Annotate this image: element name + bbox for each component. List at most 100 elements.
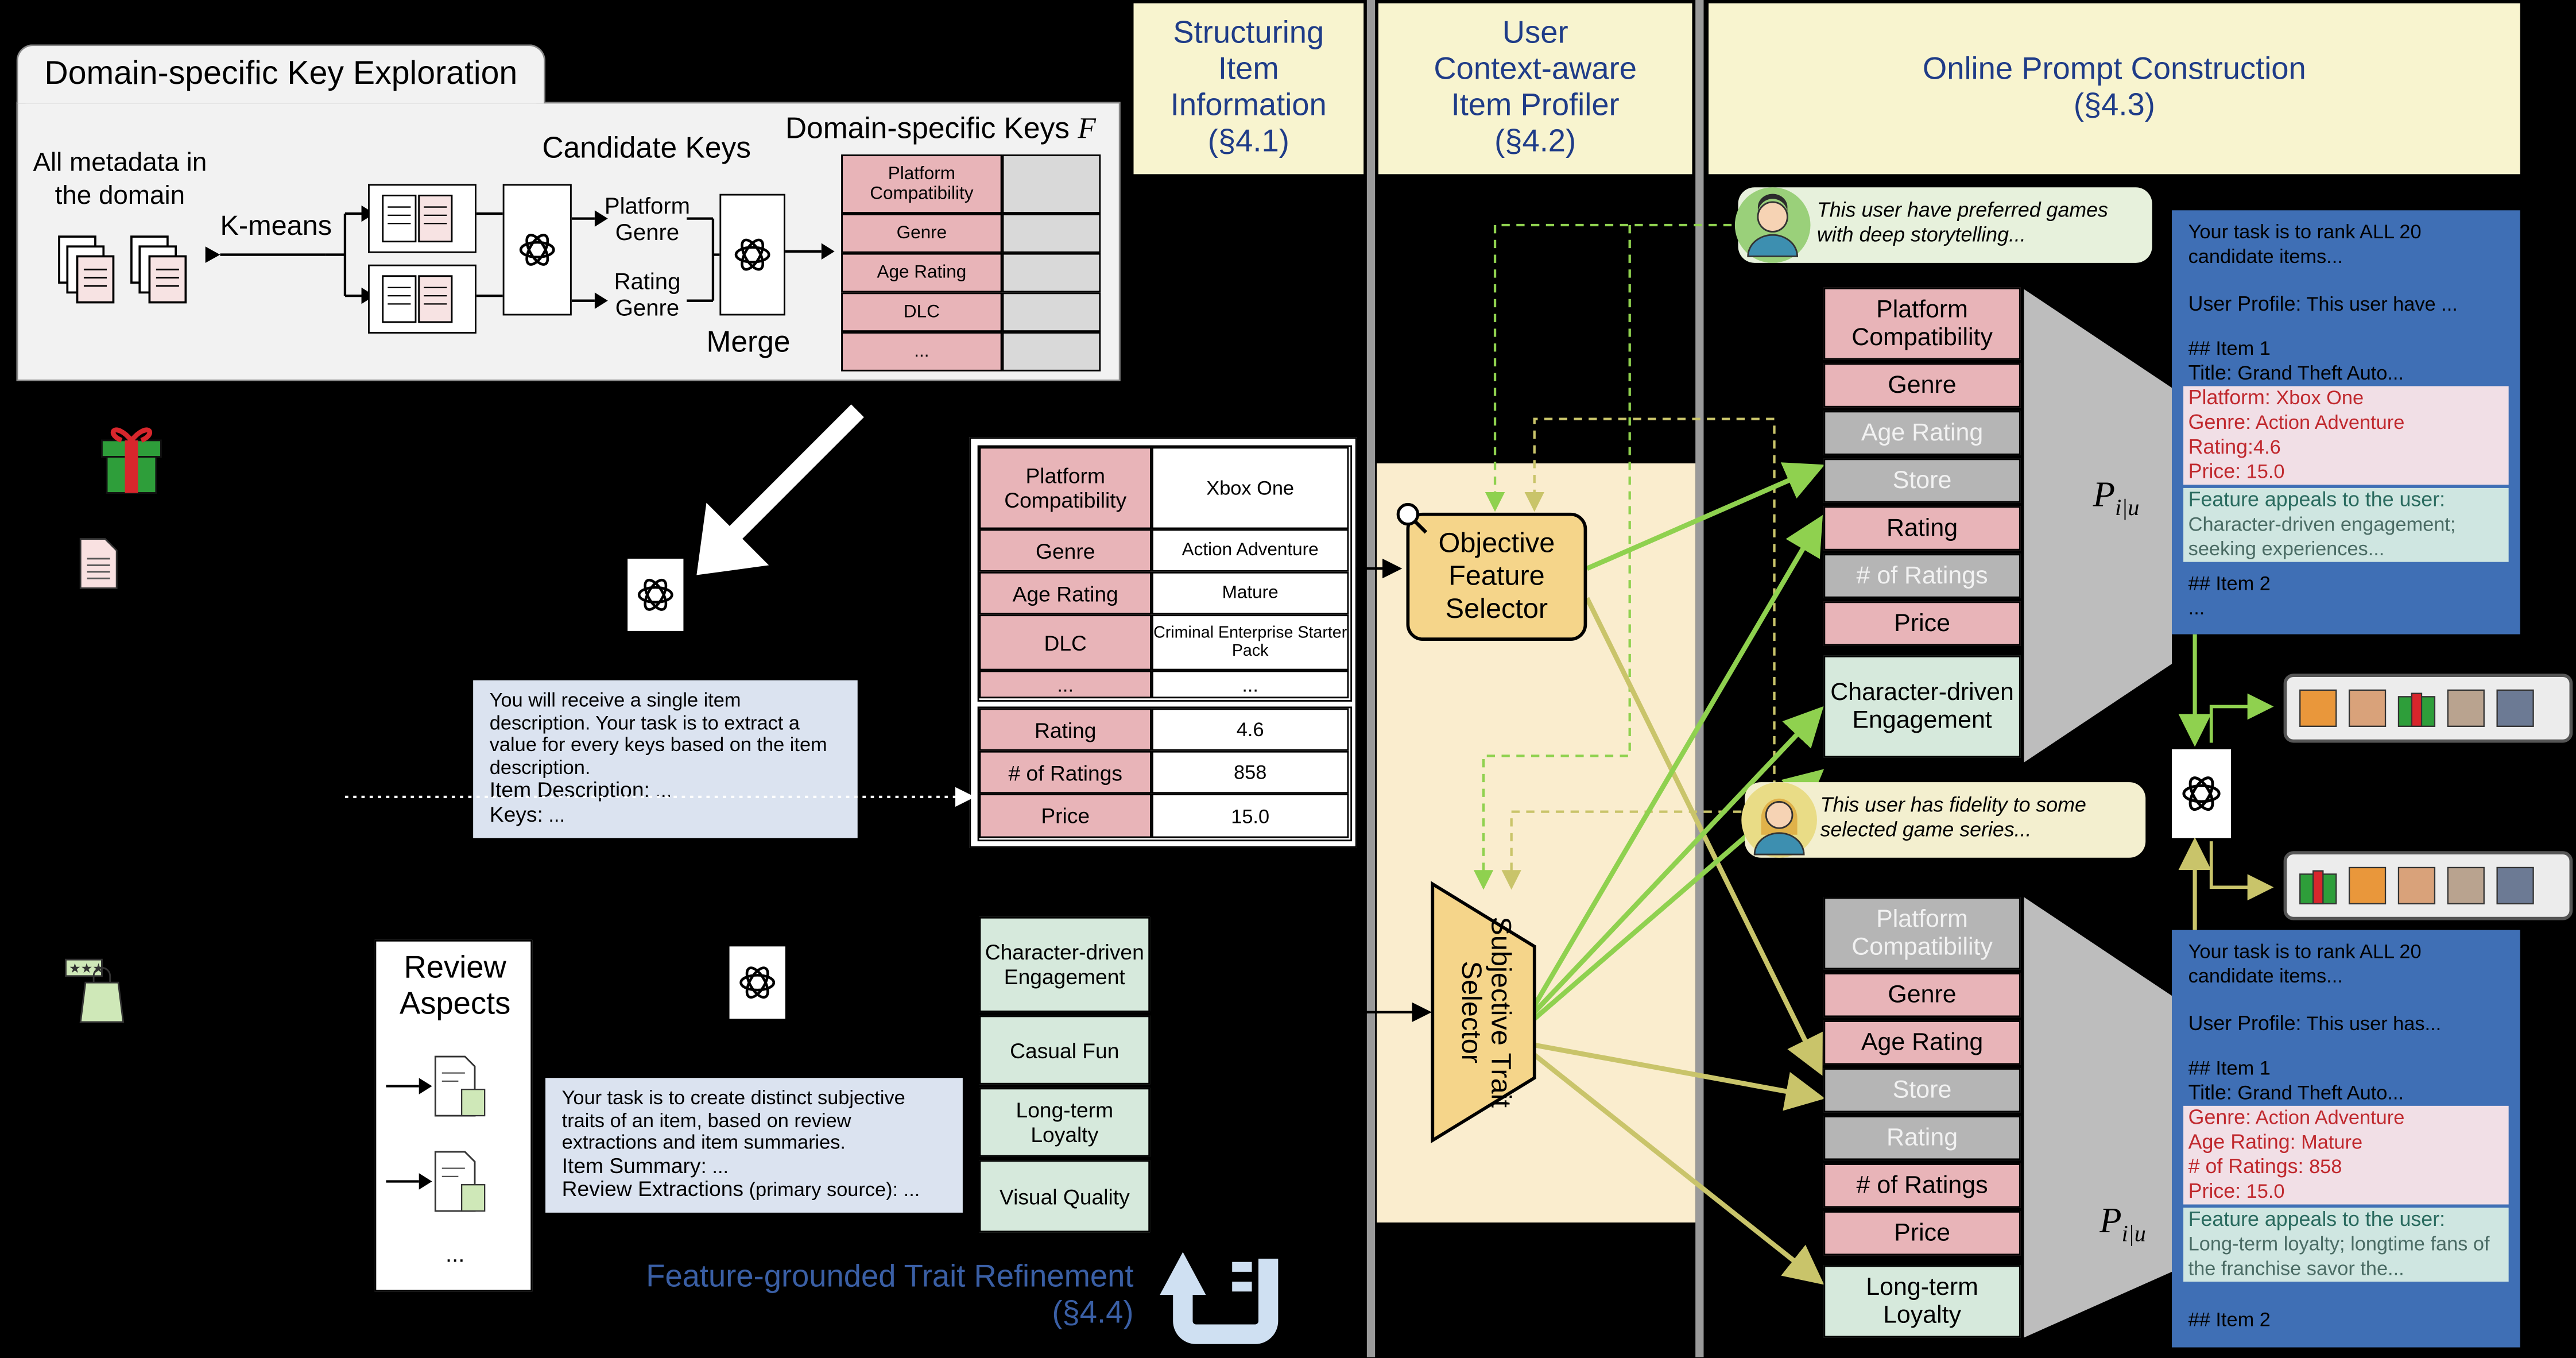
gift-icon xyxy=(100,427,162,494)
prompt-card-2: Your task is to rank ALL 20 candidate it… xyxy=(2172,930,2520,1348)
feature-cell: # of Ratings xyxy=(1823,1163,2021,1208)
prompt-feature-line: Price: 15.0 xyxy=(2188,1180,2504,1205)
review-extractions-line: Review Extractions (primary source): ... xyxy=(562,1178,947,1202)
trait-refinement-section: (§4.4) xyxy=(1052,1296,1134,1331)
candidate-keys-title: Candidate Keys xyxy=(542,131,752,165)
key-exploration-connectors xyxy=(205,205,835,309)
document-icon xyxy=(79,538,118,589)
review-aspects-box: Review Aspects ... xyxy=(374,939,533,1292)
prompt-feature-value: 15.0 xyxy=(2246,460,2285,483)
trait-cell: Character-driven Engagement xyxy=(979,916,1151,1012)
merge-label: Merge xyxy=(706,325,791,358)
item-key-cell: Genre xyxy=(979,529,1152,572)
all-metadata-label: All metadata in the domain xyxy=(33,149,207,211)
header-line: (§4.2) xyxy=(1494,125,1576,160)
prompt-appeal-label: Feature appeals to the user: xyxy=(2188,1208,2446,1231)
domain-key-value-cell xyxy=(1002,332,1101,372)
feature-cell: Age Rating xyxy=(1823,411,2021,455)
cluster-box-2 xyxy=(367,264,477,334)
prompt-feature-line: Platform: Xbox One xyxy=(2188,386,2504,411)
header-user-context-aware-item-profiler: User Context-aware Item Profiler (§4.2) xyxy=(1378,3,1692,175)
feature-stack-2: Platform Compatibility Genre Age Rating … xyxy=(1823,897,2021,1341)
item-key-cell: Platform Compatibility xyxy=(979,447,1152,529)
prompt-feature-value: 858 xyxy=(2309,1155,2342,1178)
prompt-feature-label: Genre: xyxy=(2188,411,2252,434)
item-key-cell: DLC xyxy=(979,614,1152,671)
prompt-item-header: ## Item 1 xyxy=(2188,336,2271,360)
prompt-symbol-sub: i|u xyxy=(2115,497,2140,522)
item-value-cell: Mature xyxy=(1151,571,1349,615)
item-value-cell: 15.0 xyxy=(1151,794,1349,838)
review-aspects-title: Review Aspects xyxy=(399,951,511,1022)
keys-label: Keys: xyxy=(489,801,543,826)
review-aspects-ellipsis: ... xyxy=(445,1240,465,1267)
item-value-cell: 858 xyxy=(1151,750,1349,794)
prompt-profile-line: User Profile: This user have ... xyxy=(2188,292,2504,317)
domain-key-value-cell xyxy=(1002,292,1101,332)
trait-cell: Long-term Loyalty xyxy=(1823,1265,2021,1338)
trait-cell: Long-term Loyalty xyxy=(979,1088,1151,1157)
prompt-symbol-sub: i|u xyxy=(2121,1223,2146,1248)
feature-cell: Platform Compatibility xyxy=(1823,897,2021,970)
item-key-cell: ... xyxy=(979,670,1152,699)
prompt-feature-value: Action Adventure xyxy=(2255,1105,2405,1129)
trait-prompt-note: Your task is to create distinct subjecti… xyxy=(545,1078,963,1213)
metadata-documents-icon xyxy=(58,235,187,304)
trait-prompt-text: Your task is to create distinct subjecti… xyxy=(561,1086,905,1154)
prompt-feature-box: Platform: Xbox One Genre: Action Adventu… xyxy=(2183,386,2509,485)
prompt-appeal-box: Feature appeals to the user: Long-term l… xyxy=(2183,1208,2509,1282)
prompt-feature-value: 4.6 xyxy=(2253,435,2281,459)
prompt-feature-label: Rating: xyxy=(2188,435,2253,459)
item-value-cell: ... xyxy=(1151,670,1349,699)
prompt-symbol-base: P xyxy=(2093,473,2116,514)
prompt-card-1: Your task is to rank ALL 20 candidate it… xyxy=(2172,210,2520,634)
item-key-cell: Age Rating xyxy=(979,571,1152,615)
prompt-item-header: ## Item 2 xyxy=(2188,1307,2271,1331)
header-line: Information xyxy=(1170,88,1327,123)
traits-stack: Character-driven Engagement Casual Fun L… xyxy=(979,916,1151,1233)
user-avatar-icon xyxy=(1741,782,1817,858)
item-value-cell: Action Adventure xyxy=(1151,529,1349,572)
item-key-cell: Price xyxy=(979,794,1152,838)
review-extractions-label: Review Extractions xyxy=(561,1176,744,1201)
feature-cell: Store xyxy=(1823,1068,2021,1113)
prompt-profile-value: This user has... xyxy=(2306,1012,2442,1035)
prompt-appeal-value: Long-term loyalty; longtime fans of the … xyxy=(2188,1232,2490,1280)
prompt-feature-value: 15.0 xyxy=(2246,1179,2285,1203)
header-line: Structuring xyxy=(1173,16,1324,51)
feature-cell: Platform Compatibility xyxy=(1823,287,2021,360)
llm-ranker-box xyxy=(2172,749,2232,838)
header-line: (§4.3) xyxy=(2073,88,2155,123)
prompt-profile-label: User Profile: xyxy=(2188,1012,2302,1035)
cluster-box-1 xyxy=(367,184,477,253)
feature-cell: Age Rating xyxy=(1823,1020,2021,1065)
candidate-group-1: Platform Genre xyxy=(604,192,691,245)
domain-key-cell: Age Rating xyxy=(841,253,1002,293)
review-bag-icon: ★★★ xyxy=(65,958,125,1023)
prompt-profile-value: This user have ... xyxy=(2306,292,2458,316)
feature-stack-1: Platform Compatibility Genre Age Rating … xyxy=(1823,287,2021,764)
domain-key-value-cell xyxy=(1002,253,1101,293)
prompt-feature-line: Genre: Action Adventure xyxy=(2188,411,2504,435)
llm-logo-icon xyxy=(2182,776,2221,811)
prompt-symbol-base: P xyxy=(2099,1199,2122,1241)
header-line: (§4.1) xyxy=(1207,125,1289,160)
review-documents-icon xyxy=(386,1055,486,1212)
item-value-cell: 4.6 xyxy=(1151,708,1349,751)
prompt-feature-line: # of Ratings: 858 xyxy=(2188,1155,2504,1180)
ranked-items-icon xyxy=(2299,689,2534,727)
domain-keys-symbol: F xyxy=(1078,111,1096,145)
cluster-documents-icon xyxy=(382,195,453,243)
item-summary-value: ... xyxy=(712,1154,729,1178)
trait-refinement-label: Feature-grounded Trait Refinement (§4.4) xyxy=(591,1260,1133,1333)
candidate-group-2: Rating Genre xyxy=(614,268,681,321)
domain-key-cell: Platform Compatibility xyxy=(841,154,1002,214)
prompt-appeal-label: Feature appeals to the user: xyxy=(2188,488,2446,511)
prompt-feature-label: Price: xyxy=(2188,1179,2241,1203)
prompt-feature-label: Platform: xyxy=(2188,386,2271,409)
feature-cell: Rating xyxy=(1823,1116,2021,1160)
header-line: User xyxy=(1502,16,1568,51)
domain-key-cell: Genre xyxy=(841,214,1002,253)
domain-keys-title: Domain-specific Keys F xyxy=(785,112,1096,146)
prompt-appeal-box: Feature appeals to the user: Character-d… xyxy=(2183,488,2509,562)
